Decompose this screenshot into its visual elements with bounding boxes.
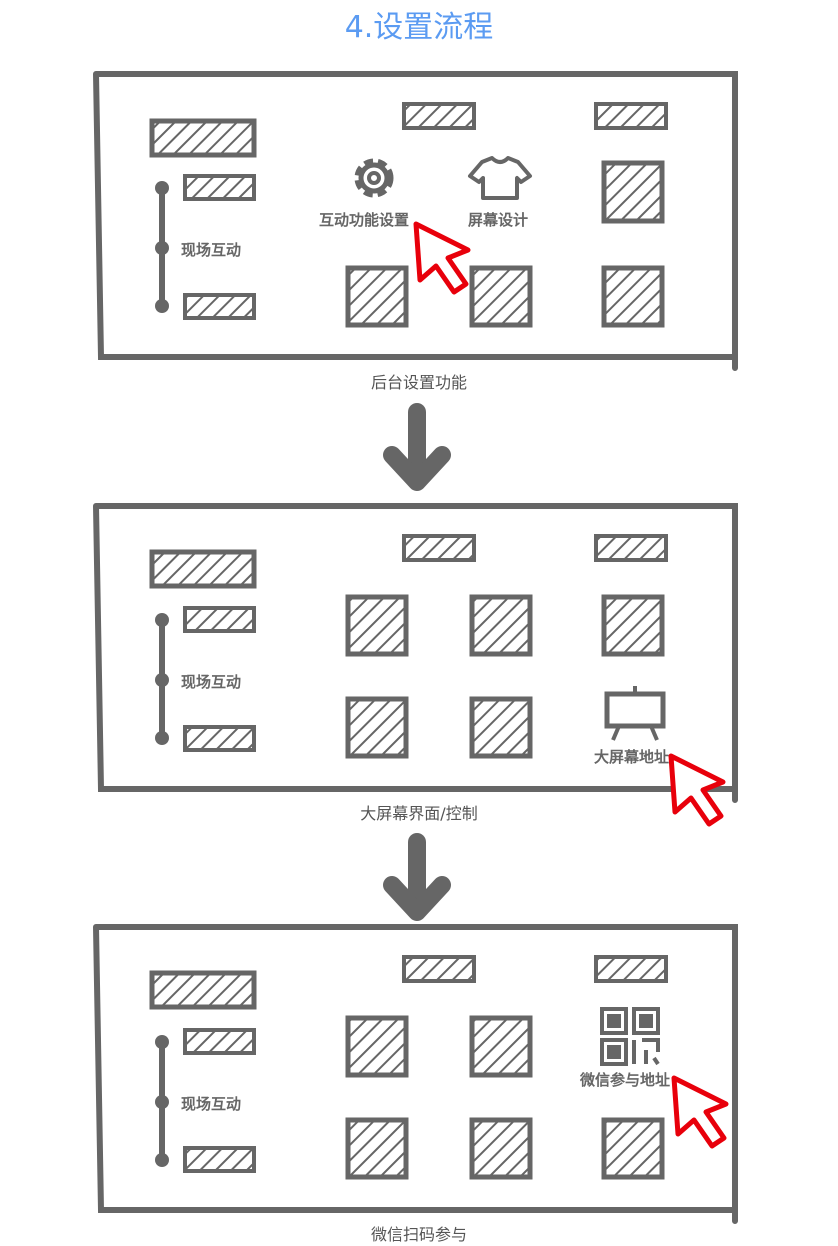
panel-3: 微信参与地址 现场互动 — [93, 924, 738, 1224]
cursor-icon — [671, 1075, 729, 1149]
down-arrow-icon — [383, 833, 451, 921]
side-label: 现场互动 — [181, 241, 241, 259]
easel-screen-icon — [604, 686, 666, 741]
down-arrow-icon — [383, 403, 451, 491]
panel-1: 互动功能设置 屏幕设计 现场互动 — [93, 71, 738, 371]
caption-3: 微信扫码参与 — [370, 1225, 467, 1244]
gear-icon — [354, 158, 394, 198]
side-label: 现场互动 — [181, 673, 241, 691]
side-label: 现场互动 — [181, 1095, 241, 1113]
page-title: 4.设置流程 — [344, 10, 494, 45]
panel-2: 大屏幕地址 现场互动 — [93, 503, 738, 827]
cursor-icon — [413, 221, 471, 295]
caption-1: 后台设置功能 — [370, 373, 467, 392]
qr-code-icon — [600, 1007, 660, 1066]
icon-label: 微信参与地址 — [579, 1071, 670, 1089]
icon-b-label: 屏幕设计 — [468, 211, 528, 229]
tshirt-icon — [468, 156, 532, 200]
caption-2: 大屏幕界面/控制 — [360, 804, 478, 823]
icon-a-label: 互动功能设置 — [319, 211, 409, 229]
cursor-icon — [668, 753, 726, 827]
icon-label: 大屏幕地址 — [594, 748, 669, 766]
